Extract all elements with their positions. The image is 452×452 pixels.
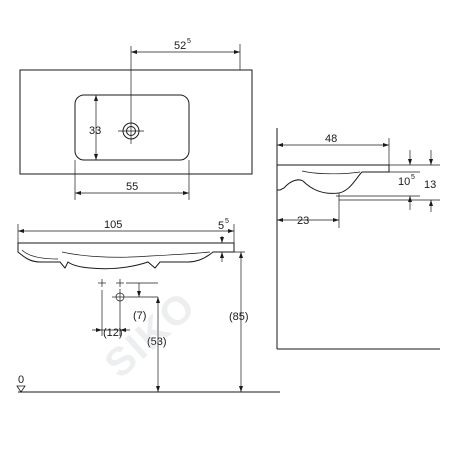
basin-outline-top [19,69,253,175]
waste-fittings-icon [98,279,128,305]
bowl-outline-top [74,94,190,161]
basin-profile-front [17,242,235,270]
dim-side-depth: 48 [325,133,337,145]
top-view: 52 5 33 55 [19,38,253,200]
svg-text:5: 5 [187,38,191,45]
dim-install-height: (85) [229,311,249,323]
dim-faucet-offset: 52 [174,40,186,52]
svg-text:5: 5 [225,218,229,225]
svg-text:5: 5 [411,174,415,181]
dim-bowl-width: 55 [126,181,138,193]
floor-marker-icon [16,385,26,393]
dim-waste-drop: (7) [133,310,146,322]
dim-bowl-depth: 33 [89,125,101,137]
front-view: 105 5 5 (12) (7) [16,218,280,393]
dim-total-height: 13 [424,179,436,191]
dim-rim-thickness: 10 [398,176,410,188]
dim-front-top: 5 [218,220,224,232]
basin-profile-side [277,164,390,194]
dim-waste-spacing: (12) [103,327,123,339]
dim-drain-offset: 23 [297,215,309,227]
dim-waste-height: (53) [147,336,167,348]
floor-label: 0 [18,374,24,386]
side-view: 48 10 5 13 23 [276,128,440,350]
dim-front-width: 105 [104,219,122,231]
